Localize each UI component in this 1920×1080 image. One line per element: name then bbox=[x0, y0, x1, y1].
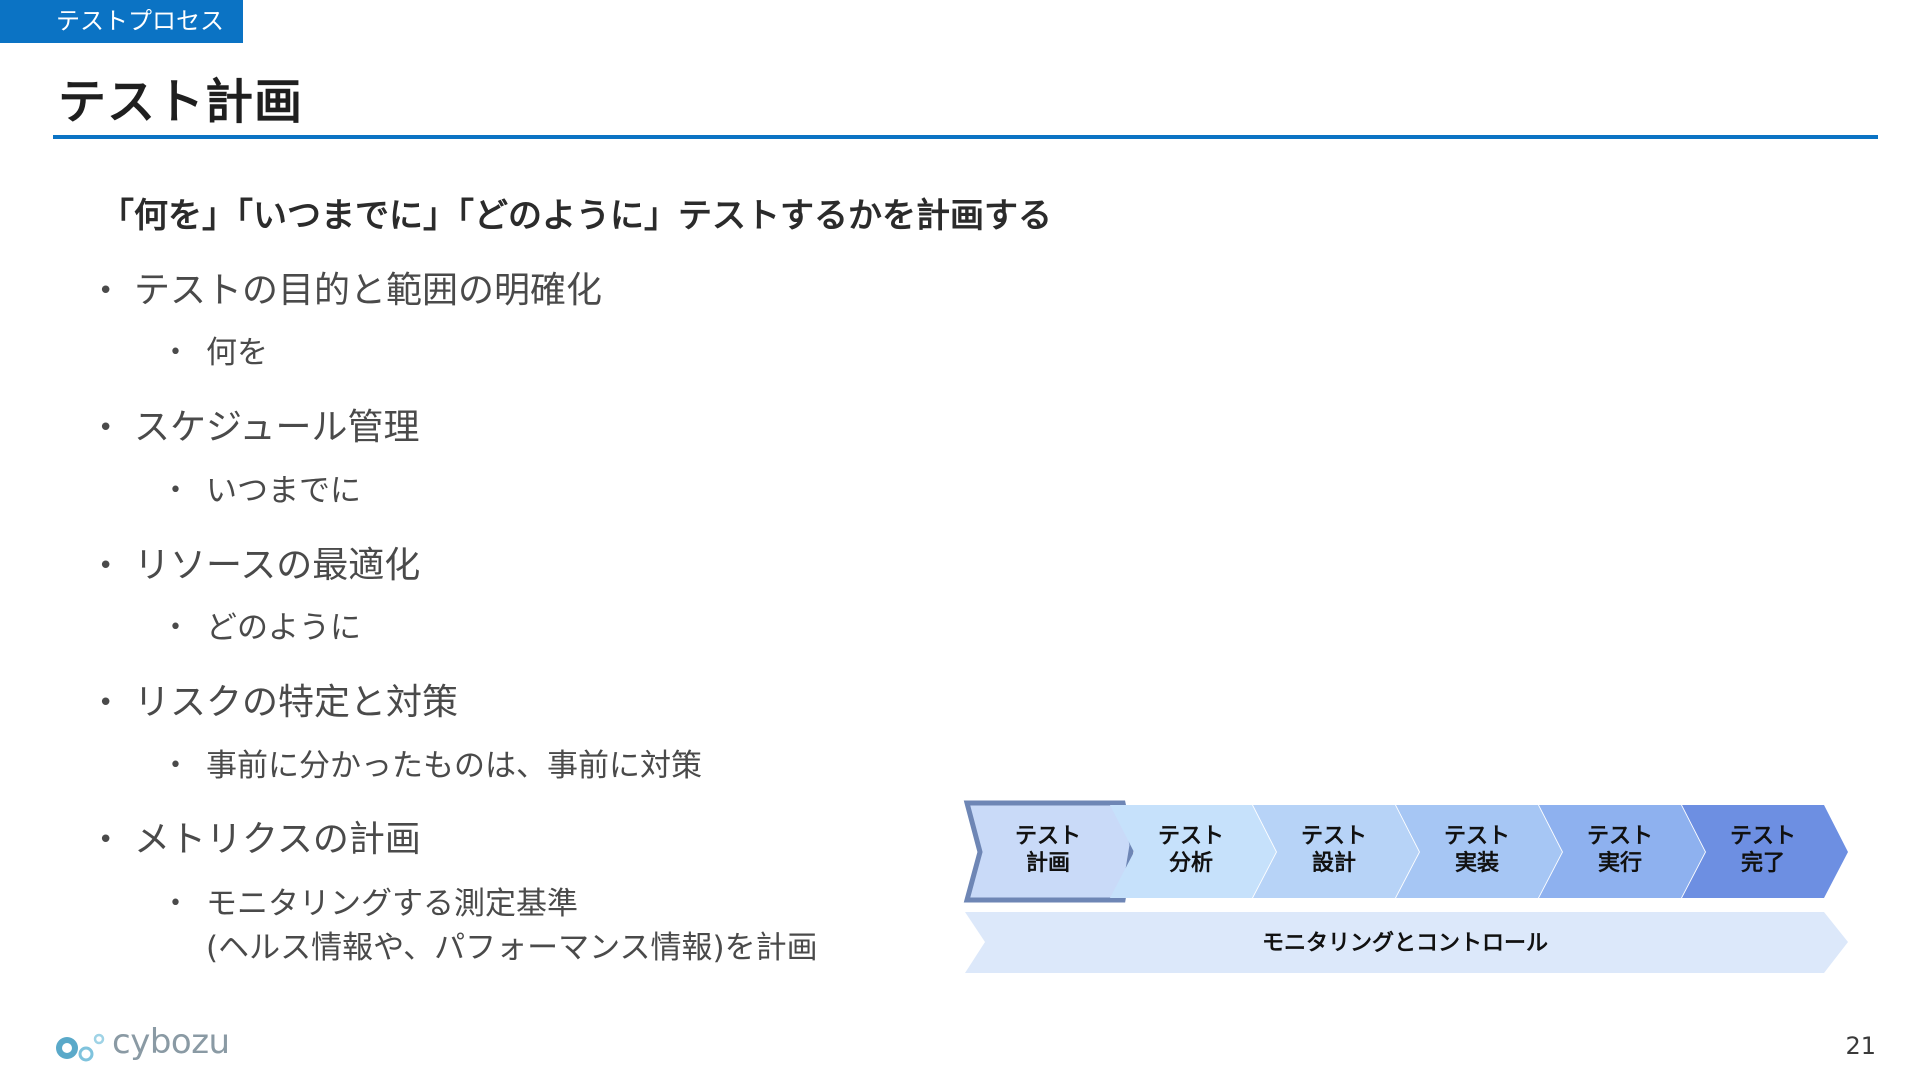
bullet-item: • リソースの最適化 bbox=[98, 543, 420, 589]
bullet-text: テストの目的と範囲の明確化 bbox=[134, 270, 603, 311]
bullet-item: • リスクの特定と対策 bbox=[98, 680, 458, 726]
bullet-dot-icon: • bbox=[169, 753, 182, 778]
step-chevron bbox=[1682, 805, 1848, 898]
logo-wordmark: cybozu bbox=[112, 1022, 230, 1062]
bullet-text: メトリクスの計画 bbox=[134, 819, 421, 860]
sub-bullet-item: • どのように bbox=[169, 608, 361, 648]
bullet-dot-icon: • bbox=[98, 276, 114, 306]
step-label-design: テスト設計 bbox=[1300, 824, 1367, 876]
bullet-dot-icon: • bbox=[98, 551, 114, 581]
step-label-completion: テスト完了 bbox=[1729, 824, 1796, 876]
sub-bullet-item: • モニタリングする測定基準 (ヘルス情報や、パフォーマンス情報)を計画 bbox=[169, 884, 818, 972]
lead-statement: 「何を」「いつまでに」「どのように」テストするかを計画する bbox=[100, 196, 1052, 236]
sub-bullet-text: モニタリングする測定基準 bbox=[206, 886, 578, 922]
step-chevron bbox=[1396, 805, 1562, 898]
page-number: 21 bbox=[1845, 1032, 1876, 1060]
bullet-item: • スケジュール管理 bbox=[98, 405, 419, 451]
title-divider bbox=[53, 135, 1878, 139]
step-label-plan: テスト計画 bbox=[1014, 824, 1081, 876]
sub-bullet-text: どのように bbox=[206, 610, 361, 646]
bullet-item: • テストの目的と範囲の明確化 bbox=[98, 268, 602, 314]
bullet-dot-icon: • bbox=[169, 340, 182, 365]
page-title: テスト計画 bbox=[58, 74, 304, 130]
step-chevron bbox=[1539, 805, 1705, 898]
sub-bullet-text: 何を bbox=[206, 335, 268, 371]
sub-bullet-text: いつまでに bbox=[206, 473, 361, 509]
step-label-analysis: テスト分析 bbox=[1157, 824, 1224, 876]
step-chevron bbox=[1110, 805, 1276, 898]
sub-bullet-text-continued: (ヘルス情報や、パフォーマンス情報)を計画 bbox=[206, 930, 818, 966]
step-label-execution: テスト実行 bbox=[1586, 824, 1653, 876]
bullet-dot-icon: • bbox=[169, 478, 182, 503]
sub-bullet-item: • 何を bbox=[169, 333, 268, 373]
bullet-dot-icon: • bbox=[98, 825, 114, 855]
step-label-implementation: テスト実装 bbox=[1443, 824, 1510, 876]
bullet-item: • メトリクスの計画 bbox=[98, 817, 421, 863]
monitor-bar bbox=[965, 912, 1848, 973]
bullet-dot-icon: • bbox=[98, 413, 114, 443]
step-chevron bbox=[1253, 805, 1419, 898]
bullet-dot-icon: • bbox=[98, 688, 114, 718]
step-chevron bbox=[963, 800, 1135, 903]
bullet-dot-icon: • bbox=[169, 615, 182, 640]
cybozu-logo-icon bbox=[56, 1033, 105, 1062]
bullet-dot-icon: • bbox=[169, 891, 182, 916]
sub-bullet-item: • 事前に分かったものは、事前に対策 bbox=[169, 746, 702, 786]
monitor-control-label: モニタリングとコントロール bbox=[1261, 931, 1548, 956]
sub-bullet-item: • いつまでに bbox=[169, 471, 361, 511]
process-chevrons bbox=[963, 800, 1848, 973]
bullet-text: リソースの最適化 bbox=[134, 545, 421, 586]
bullet-text: スケジュール管理 bbox=[134, 407, 420, 448]
section-tag: テストプロセス bbox=[0, 0, 243, 43]
bullet-text: リスクの特定と対策 bbox=[134, 682, 459, 723]
sub-bullet-text: 事前に分かったものは、事前に対策 bbox=[206, 748, 702, 784]
